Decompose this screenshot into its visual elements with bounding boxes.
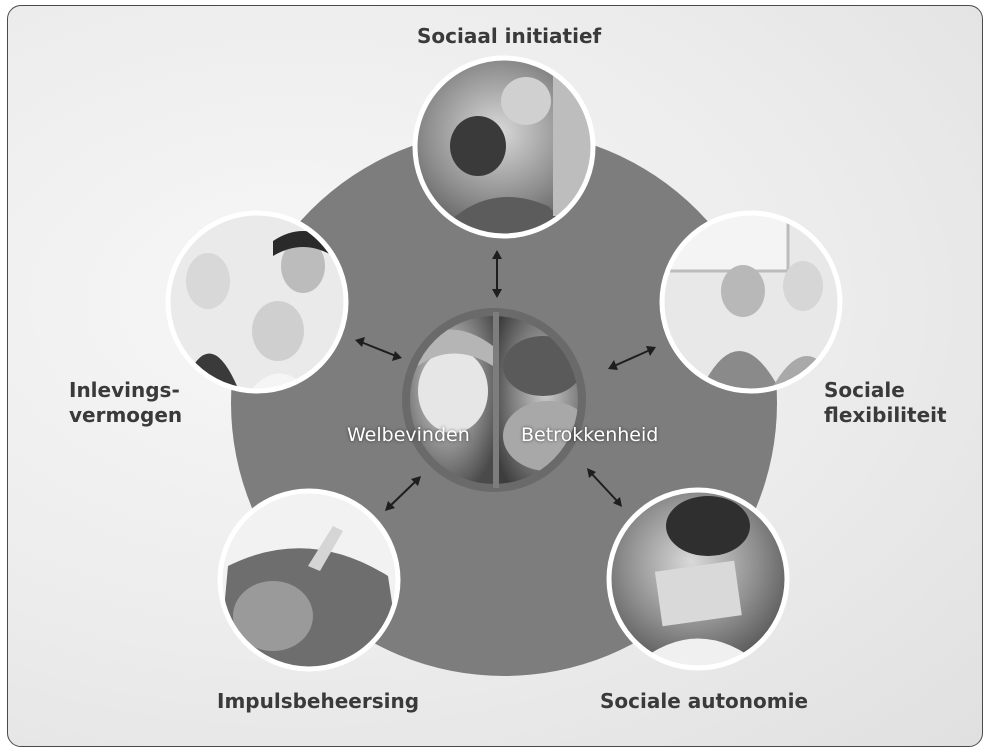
label-impulsbeheersing: Impulsbeheersing bbox=[217, 689, 420, 713]
center-label-welbevinden: Welbevinden bbox=[347, 424, 470, 446]
diagram-graphic bbox=[165, 55, 843, 676]
photo-impulsbeheersing bbox=[220, 491, 398, 669]
arrow-left bbox=[355, 337, 402, 361]
arrow-bottom-left bbox=[385, 476, 421, 511]
label-sociale-flexibiliteit: Sociale flexibiliteit bbox=[824, 378, 947, 428]
label-line: flexibiliteit bbox=[824, 403, 947, 427]
photo-inlevingsvermogen bbox=[168, 213, 346, 391]
label-sociale-autonomie: Sociale autonomie bbox=[600, 689, 809, 713]
diagram-frame: Welbevinden Betrokkenheid Sociaal initia… bbox=[7, 5, 983, 747]
label-line: Sociale bbox=[824, 378, 905, 402]
arrow-bottom-right bbox=[587, 468, 622, 507]
arrow-top bbox=[492, 250, 502, 298]
label-inlevingsvermogen: Inlevings- vermogen bbox=[69, 378, 182, 428]
label-sociaal-initiatief: Sociaal initiatief bbox=[417, 24, 602, 48]
arrow-right bbox=[608, 346, 656, 370]
label-line: Inlevings- bbox=[69, 378, 180, 402]
label-line: vermogen bbox=[69, 403, 183, 427]
center-label-betrokkenheid: Betrokkenheid bbox=[521, 424, 659, 446]
